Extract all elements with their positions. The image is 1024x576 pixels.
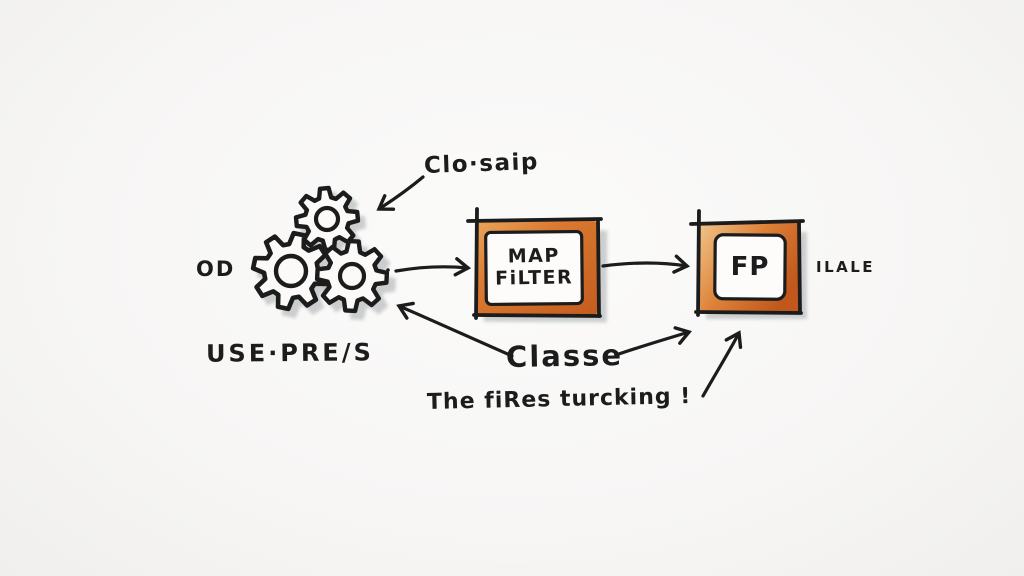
fp-label: FP [730,252,770,282]
arrows [376,175,743,398]
gear-left-hole [273,253,309,289]
arrow-closure-to-gears [376,175,425,211]
map-label-line2: FiLTER [494,266,574,290]
map-filter-node-label: MAP FiLTER [485,231,582,305]
fp-box-outline [689,209,805,317]
gears-icon [250,185,390,314]
arrow-gears-to-map [394,257,472,277]
arrow-start-dot [386,268,390,272]
arrow-fires-to-fp [701,330,743,398]
label-use-preis: USE·PRE/S [205,338,374,368]
arrow-classe-to-gears [396,301,514,358]
map-filter-box [466,207,603,320]
gear-right-hole [337,261,367,291]
label-ilale: ILALE [816,258,876,276]
label-od: OD [196,257,236,281]
fp-node-label: FP [715,235,785,299]
gear-top-hole [313,205,341,233]
arrow-map-to-fp [601,254,691,274]
label-classe: Classe [505,337,624,375]
map-label-line1: MAP [507,244,560,268]
map-box-inner [484,229,584,307]
arrow-classe-to-fp [614,326,692,357]
fp-box [689,209,805,317]
label-closure: Clo·saip [423,149,540,179]
fp-box-inner [713,233,787,301]
map-box-outline [466,207,603,320]
